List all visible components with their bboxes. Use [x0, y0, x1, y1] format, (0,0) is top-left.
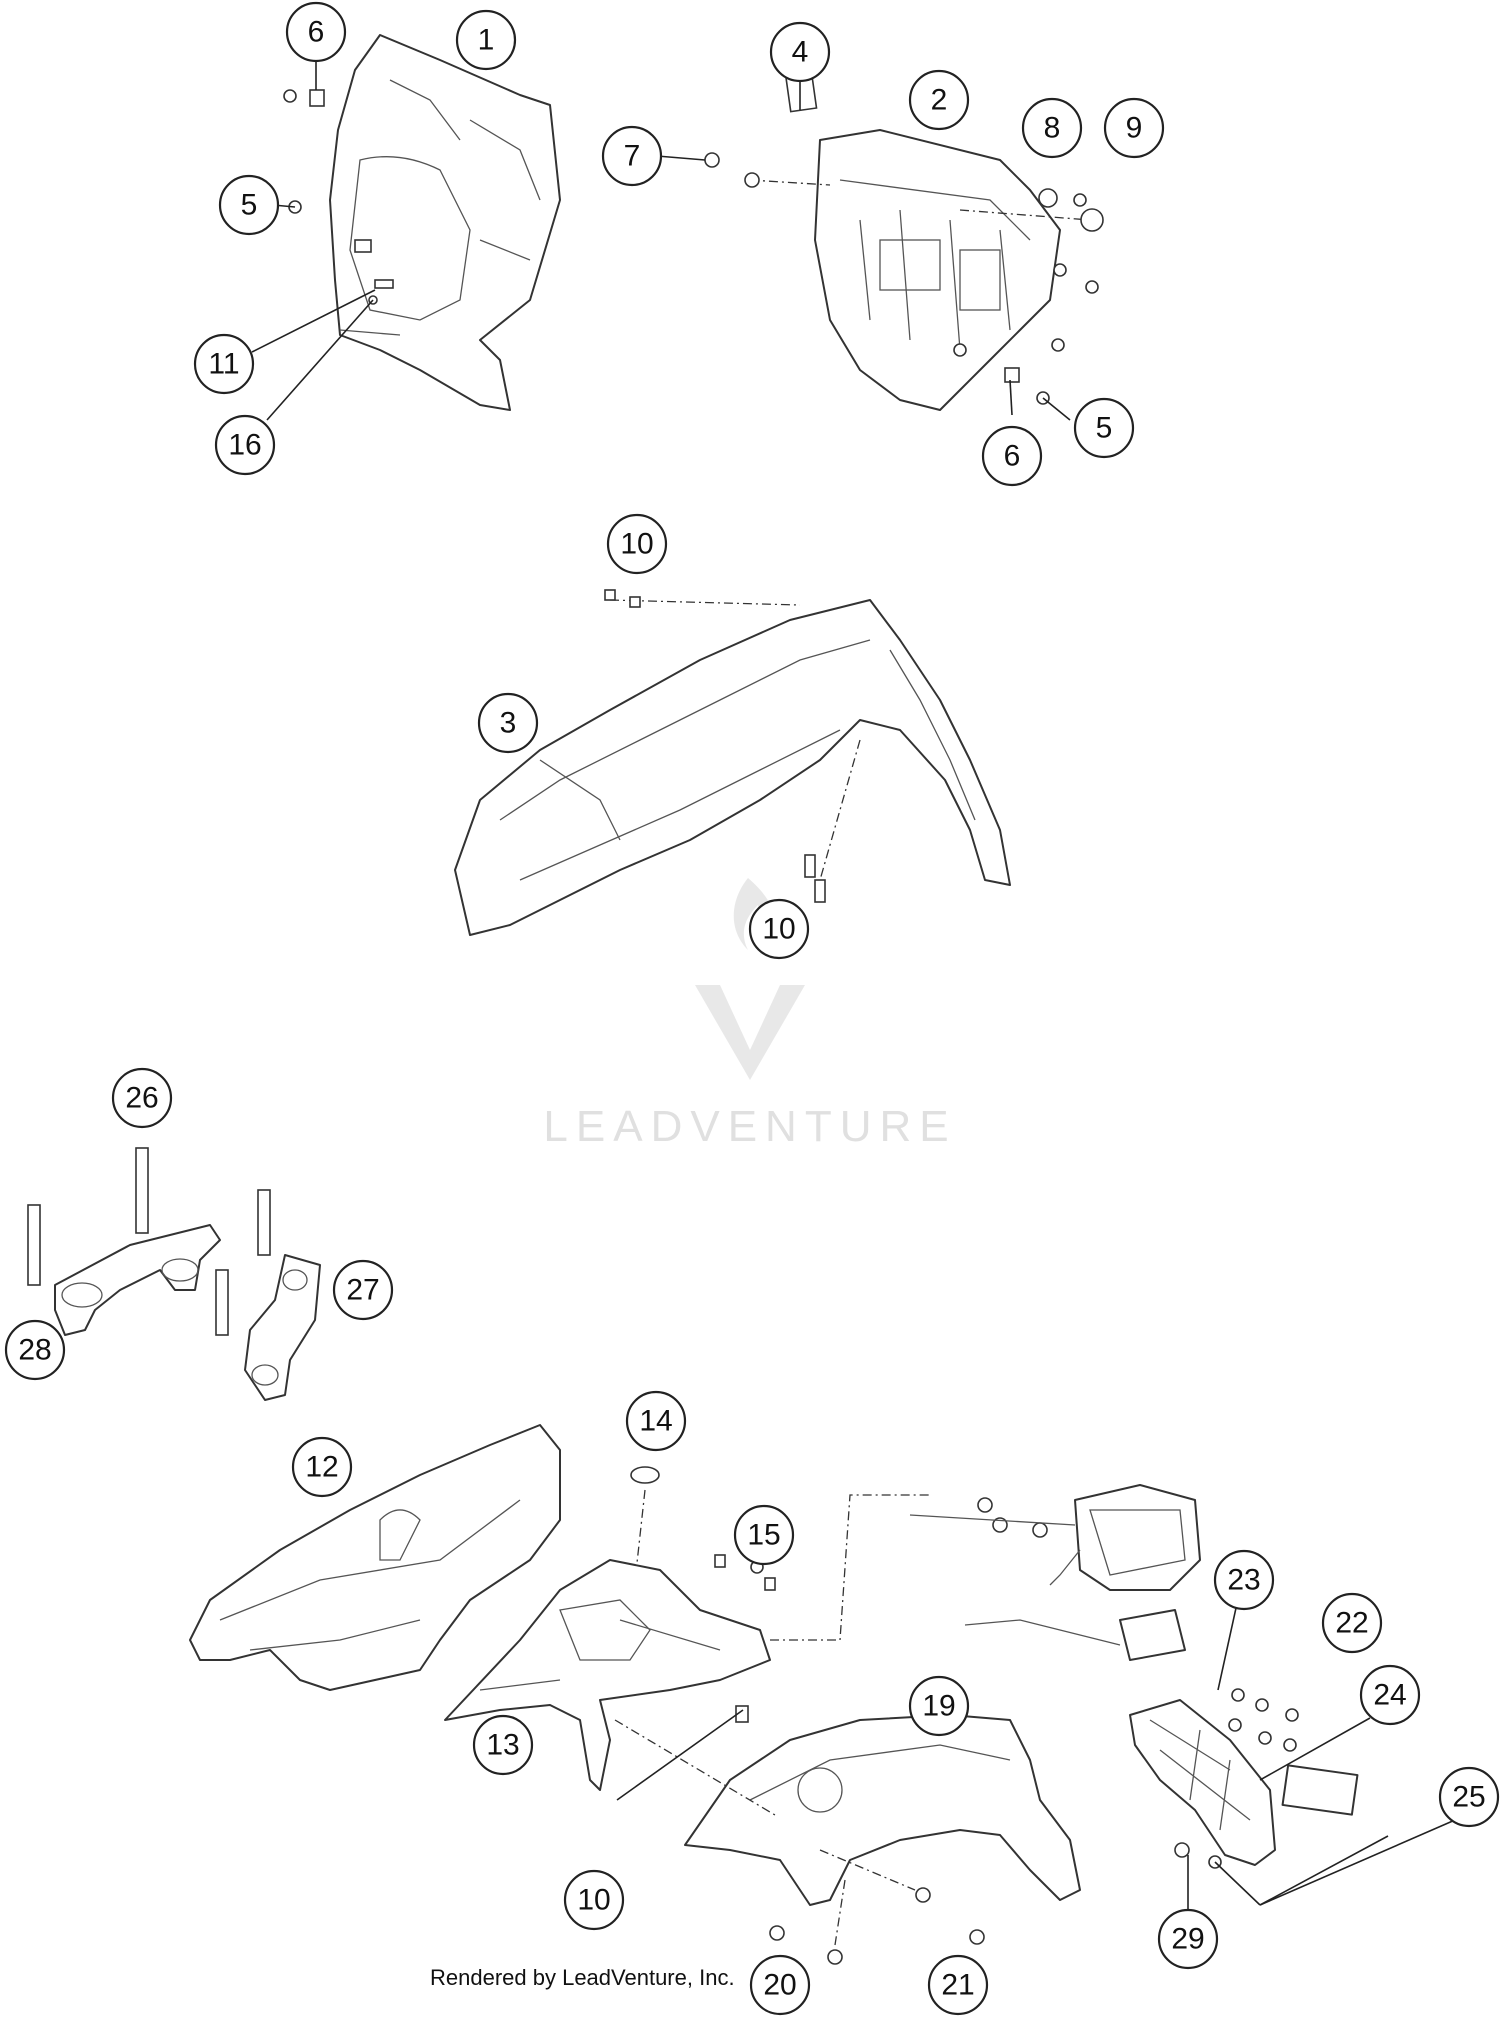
svg-text:13: 13 — [486, 1729, 519, 1762]
svg-text:24: 24 — [1373, 1679, 1406, 1712]
svg-text:29: 29 — [1171, 1923, 1204, 1956]
svg-text:27: 27 — [346, 1274, 379, 1307]
svg-text:15: 15 — [747, 1519, 780, 1552]
svg-text:14: 14 — [639, 1405, 672, 1438]
leadventure-watermark: LEADVENTURE — [543, 878, 956, 1151]
callout-13: 13 — [472, 1714, 534, 1776]
svg-text:19: 19 — [922, 1690, 955, 1723]
callout-20: 20 — [749, 1954, 811, 2016]
svg-text:23: 23 — [1227, 1564, 1260, 1597]
svg-text:20: 20 — [763, 1969, 796, 2002]
callout-8: 8 — [1021, 97, 1083, 159]
svg-text:4: 4 — [792, 36, 809, 69]
callout-5a: 5 — [218, 174, 280, 236]
watermark-text: LEADVENTURE — [543, 1102, 956, 1151]
callout-6a: 6 — [285, 1, 347, 63]
footer-credit: Rendered by LeadVenture, Inc. — [430, 1965, 735, 1990]
callout-28: 28 — [4, 1319, 66, 1381]
callout-5b: 5 — [1073, 397, 1135, 459]
rear-fender-carrier — [444, 1466, 930, 1791]
callout-14: 14 — [625, 1390, 687, 1452]
svg-text:22: 22 — [1335, 1607, 1368, 1640]
callout-29: 29 — [1157, 1908, 1219, 1970]
callout-1: 1 — [455, 9, 517, 71]
svg-text:2: 2 — [931, 84, 948, 117]
svg-text:5: 5 — [1096, 412, 1113, 445]
svg-text:11: 11 — [208, 348, 239, 381]
headlight-bracket — [749, 129, 1091, 411]
svg-text:1: 1 — [478, 24, 495, 57]
callout-25: 25 — [1438, 1766, 1500, 1828]
svg-text:21: 21 — [941, 1969, 974, 2002]
svg-text:6: 6 — [1004, 440, 1021, 473]
svg-text:3: 3 — [500, 707, 517, 740]
svg-text:10: 10 — [620, 528, 653, 561]
svg-text:7: 7 — [624, 140, 641, 173]
callout-27: 27 — [332, 1259, 394, 1321]
callout-3: 3 — [477, 692, 539, 754]
svg-text:10: 10 — [762, 913, 795, 946]
license-plate-frame — [1129, 1688, 1359, 1869]
headlight-mask — [329, 34, 561, 411]
callout-10a: 10 — [606, 513, 668, 575]
svg-text:9: 9 — [1126, 112, 1143, 145]
svg-text:5: 5 — [241, 189, 258, 222]
svg-text:16: 16 — [228, 429, 261, 462]
callout-12: 12 — [291, 1436, 353, 1498]
callout-6b: 6 — [981, 425, 1043, 487]
callout-22: 22 — [1321, 1592, 1383, 1654]
callout-10c: 10 — [563, 1869, 625, 1931]
callout-15: 15 — [733, 1504, 795, 1566]
callout-26: 26 — [111, 1067, 173, 1129]
handguard-brackets — [27, 1147, 321, 1401]
svg-text:28: 28 — [18, 1334, 51, 1367]
svg-text:10: 10 — [577, 1884, 610, 1917]
svg-text:8: 8 — [1044, 112, 1061, 145]
callout-9: 9 — [1103, 97, 1165, 159]
svg-text:12: 12 — [305, 1451, 338, 1484]
callout-19: 19 — [908, 1675, 970, 1737]
callout-7: 7 — [601, 125, 663, 187]
taillight-assembly — [909, 1484, 1201, 1661]
callout-10b: 10 — [748, 898, 810, 960]
leader-lines — [251, 48, 1456, 1910]
rear-cowling — [189, 1424, 561, 1691]
callout-24: 24 — [1359, 1664, 1421, 1726]
callout-16: 16 — [214, 414, 276, 476]
callout-23: 23 — [1213, 1549, 1275, 1611]
callout-11: 11 — [193, 333, 255, 395]
rear-fender-lower — [614, 1714, 1081, 1946]
svg-text:6: 6 — [308, 16, 325, 49]
svg-text:26: 26 — [125, 1082, 158, 1115]
callout-2: 2 — [908, 69, 970, 131]
front-fender — [454, 589, 1011, 936]
callout-21: 21 — [927, 1954, 989, 2016]
callout-4: 4 — [769, 21, 831, 83]
svg-text:25: 25 — [1452, 1781, 1485, 1814]
